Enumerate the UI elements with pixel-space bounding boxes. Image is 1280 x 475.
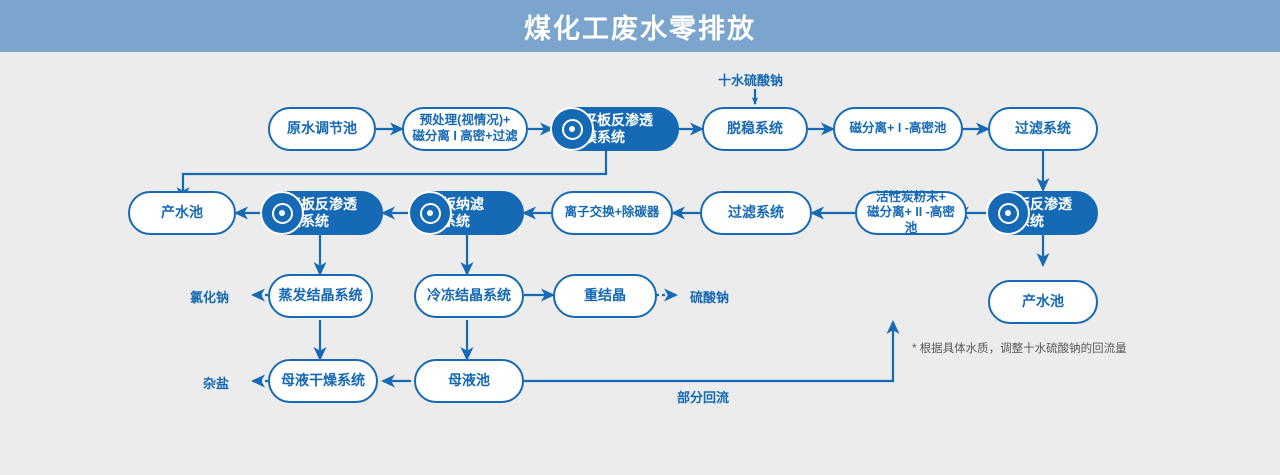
- node-ion-exchange[interactable]: 离子交换+除碳器: [551, 191, 673, 235]
- node-mother-liquor-tank[interactable]: 母液池: [414, 359, 524, 403]
- node-label: 脱稳系统: [727, 120, 783, 137]
- node-flat-nf[interactable]: 平板纳滤 膜系统: [408, 191, 524, 235]
- page-header: 煤化工废水零排放: [0, 0, 1280, 52]
- node-label: 蒸发结晶系统: [278, 287, 363, 304]
- membrane-module-icon: [986, 191, 1030, 235]
- node-flat-ro-1[interactable]: 平板反渗透 膜系统: [550, 107, 679, 151]
- node-label: 磁分离+ I -高密池: [849, 121, 947, 136]
- node-label: 冷冻结晶系统: [427, 287, 511, 304]
- membrane-module-icon: [550, 107, 594, 151]
- node-activated-carbon[interactable]: 活性炭粉末+ 磁分离+ II -高密池: [855, 189, 967, 235]
- node-label: 产水池: [161, 204, 203, 221]
- label-sodium-sulfate: 硫酸钠: [690, 290, 730, 305]
- node-label: 过滤系统: [1015, 120, 1071, 137]
- node-label: 预处理(视情况)+ 磁分离 I 高密+过滤: [412, 113, 518, 143]
- flowchart-connectors: [176, 89, 1050, 388]
- node-product-water-left[interactable]: 产水池: [128, 191, 236, 235]
- node-flat-ro-3[interactable]: 平板反渗透 膜系统: [260, 191, 383, 235]
- label-sodium-sulfate-decahydrate: 十水硫酸钠: [718, 73, 784, 88]
- node-label: 过滤系统: [728, 204, 784, 221]
- node-freeze-crystallization[interactable]: 冷冻结晶系统: [414, 274, 524, 318]
- node-raw-water-tank[interactable]: 原水调节池: [268, 107, 376, 151]
- node-filtration-1[interactable]: 过滤系统: [988, 107, 1098, 151]
- node-filtration-2[interactable]: 过滤系统: [700, 191, 812, 235]
- node-magnetic-separation-1[interactable]: 磁分离+ I -高密池: [833, 107, 963, 151]
- flowchart-canvas: 原水调节池 预处理(视情况)+ 磁分离 I 高密+过滤 平板反渗透 膜系统 脱稳…: [0, 52, 1280, 475]
- node-label: 母液干燥系统: [281, 372, 365, 389]
- node-destabilization[interactable]: 脱稳系统: [702, 107, 808, 151]
- node-label: 活性炭粉末+ 磁分离+ II -高密池: [867, 189, 955, 235]
- node-product-water-right[interactable]: 产水池: [988, 280, 1098, 324]
- node-recrystallization[interactable]: 重结晶: [553, 274, 657, 318]
- label-partial-reflux: 部分回流: [677, 390, 730, 405]
- node-evaporation-crystallization[interactable]: 蒸发结晶系统: [268, 274, 373, 318]
- node-label: 平板反渗透 膜系统: [583, 111, 653, 146]
- label-mixed-salt: 杂盐: [203, 376, 230, 391]
- page-title: 煤化工废水零排放: [524, 13, 756, 44]
- node-pretreatment[interactable]: 预处理(视情况)+ 磁分离 I 高密+过滤: [402, 107, 528, 151]
- node-mother-liquor-dryer[interactable]: 母液干燥系统: [268, 359, 378, 403]
- node-label: 母液池: [448, 372, 490, 389]
- membrane-module-icon: [260, 191, 304, 235]
- node-label: 重结晶: [584, 287, 626, 304]
- node-flat-ro-2[interactable]: 平板反渗透 膜系统: [986, 191, 1098, 235]
- node-label: 离子交换+除碳器: [564, 205, 660, 220]
- label-sodium-chloride: 氯化钠: [190, 290, 230, 305]
- node-label: 产水池: [1022, 293, 1064, 310]
- membrane-module-icon: [408, 191, 452, 235]
- node-label: 原水调节池: [287, 120, 357, 137]
- footnote-reflux-adjustment: * 根据具体水质，调整十水硫酸钠的回流量: [912, 343, 1127, 355]
